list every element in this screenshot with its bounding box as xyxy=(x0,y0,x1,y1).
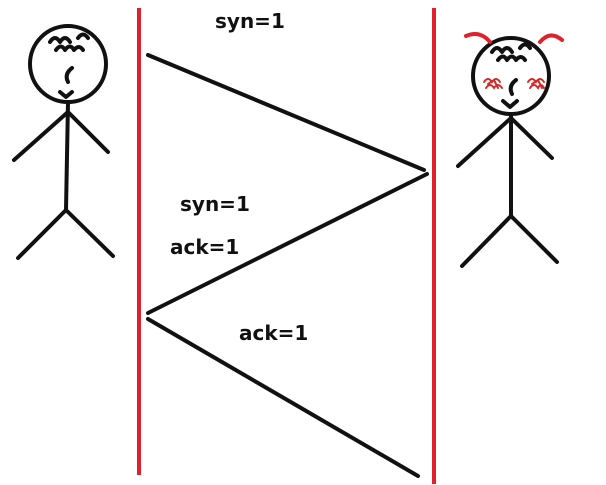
message-label-ack-reply: ack=1 xyxy=(170,235,239,259)
message-label-syn: syn=1 xyxy=(215,9,285,33)
left-figure-left-leg xyxy=(16,208,68,260)
right-figure-left-arm xyxy=(456,116,513,168)
left-figure-mouth xyxy=(58,90,74,99)
message-line-syn xyxy=(146,53,426,172)
left-stick-figure xyxy=(12,24,115,260)
right-figure-mouth xyxy=(501,99,519,109)
left-figure-right-arm xyxy=(66,110,110,154)
right-figure-left-leg xyxy=(460,214,513,268)
right-figure-left-blush xyxy=(483,78,503,90)
right-figure-hair-scribble xyxy=(490,42,532,62)
message-label-syn-reply: syn=1 xyxy=(180,192,250,216)
message-line-ack xyxy=(146,317,420,478)
left-figure-left-arm xyxy=(12,110,70,162)
right-figure-right-eyebrow xyxy=(538,33,564,44)
right-figure-nose xyxy=(508,78,518,96)
right-figure-right-blush xyxy=(527,78,545,90)
right-figure-right-leg xyxy=(509,214,559,264)
left-figure-right-leg xyxy=(64,208,115,258)
right-stick-figure xyxy=(456,36,559,268)
message-label-ack: ack=1 xyxy=(239,321,308,345)
left-figure-body xyxy=(64,100,70,212)
message-line-syn-ack xyxy=(146,172,429,315)
right-figure-right-arm xyxy=(509,116,554,160)
right-figure-eyebrows xyxy=(464,32,564,44)
message-lines xyxy=(146,53,429,478)
left-figure-hair-scribble xyxy=(48,32,90,52)
right-figure-left-eyebrow xyxy=(464,32,492,44)
right-figure-blush xyxy=(483,78,545,90)
left-figure-nose xyxy=(64,66,74,84)
